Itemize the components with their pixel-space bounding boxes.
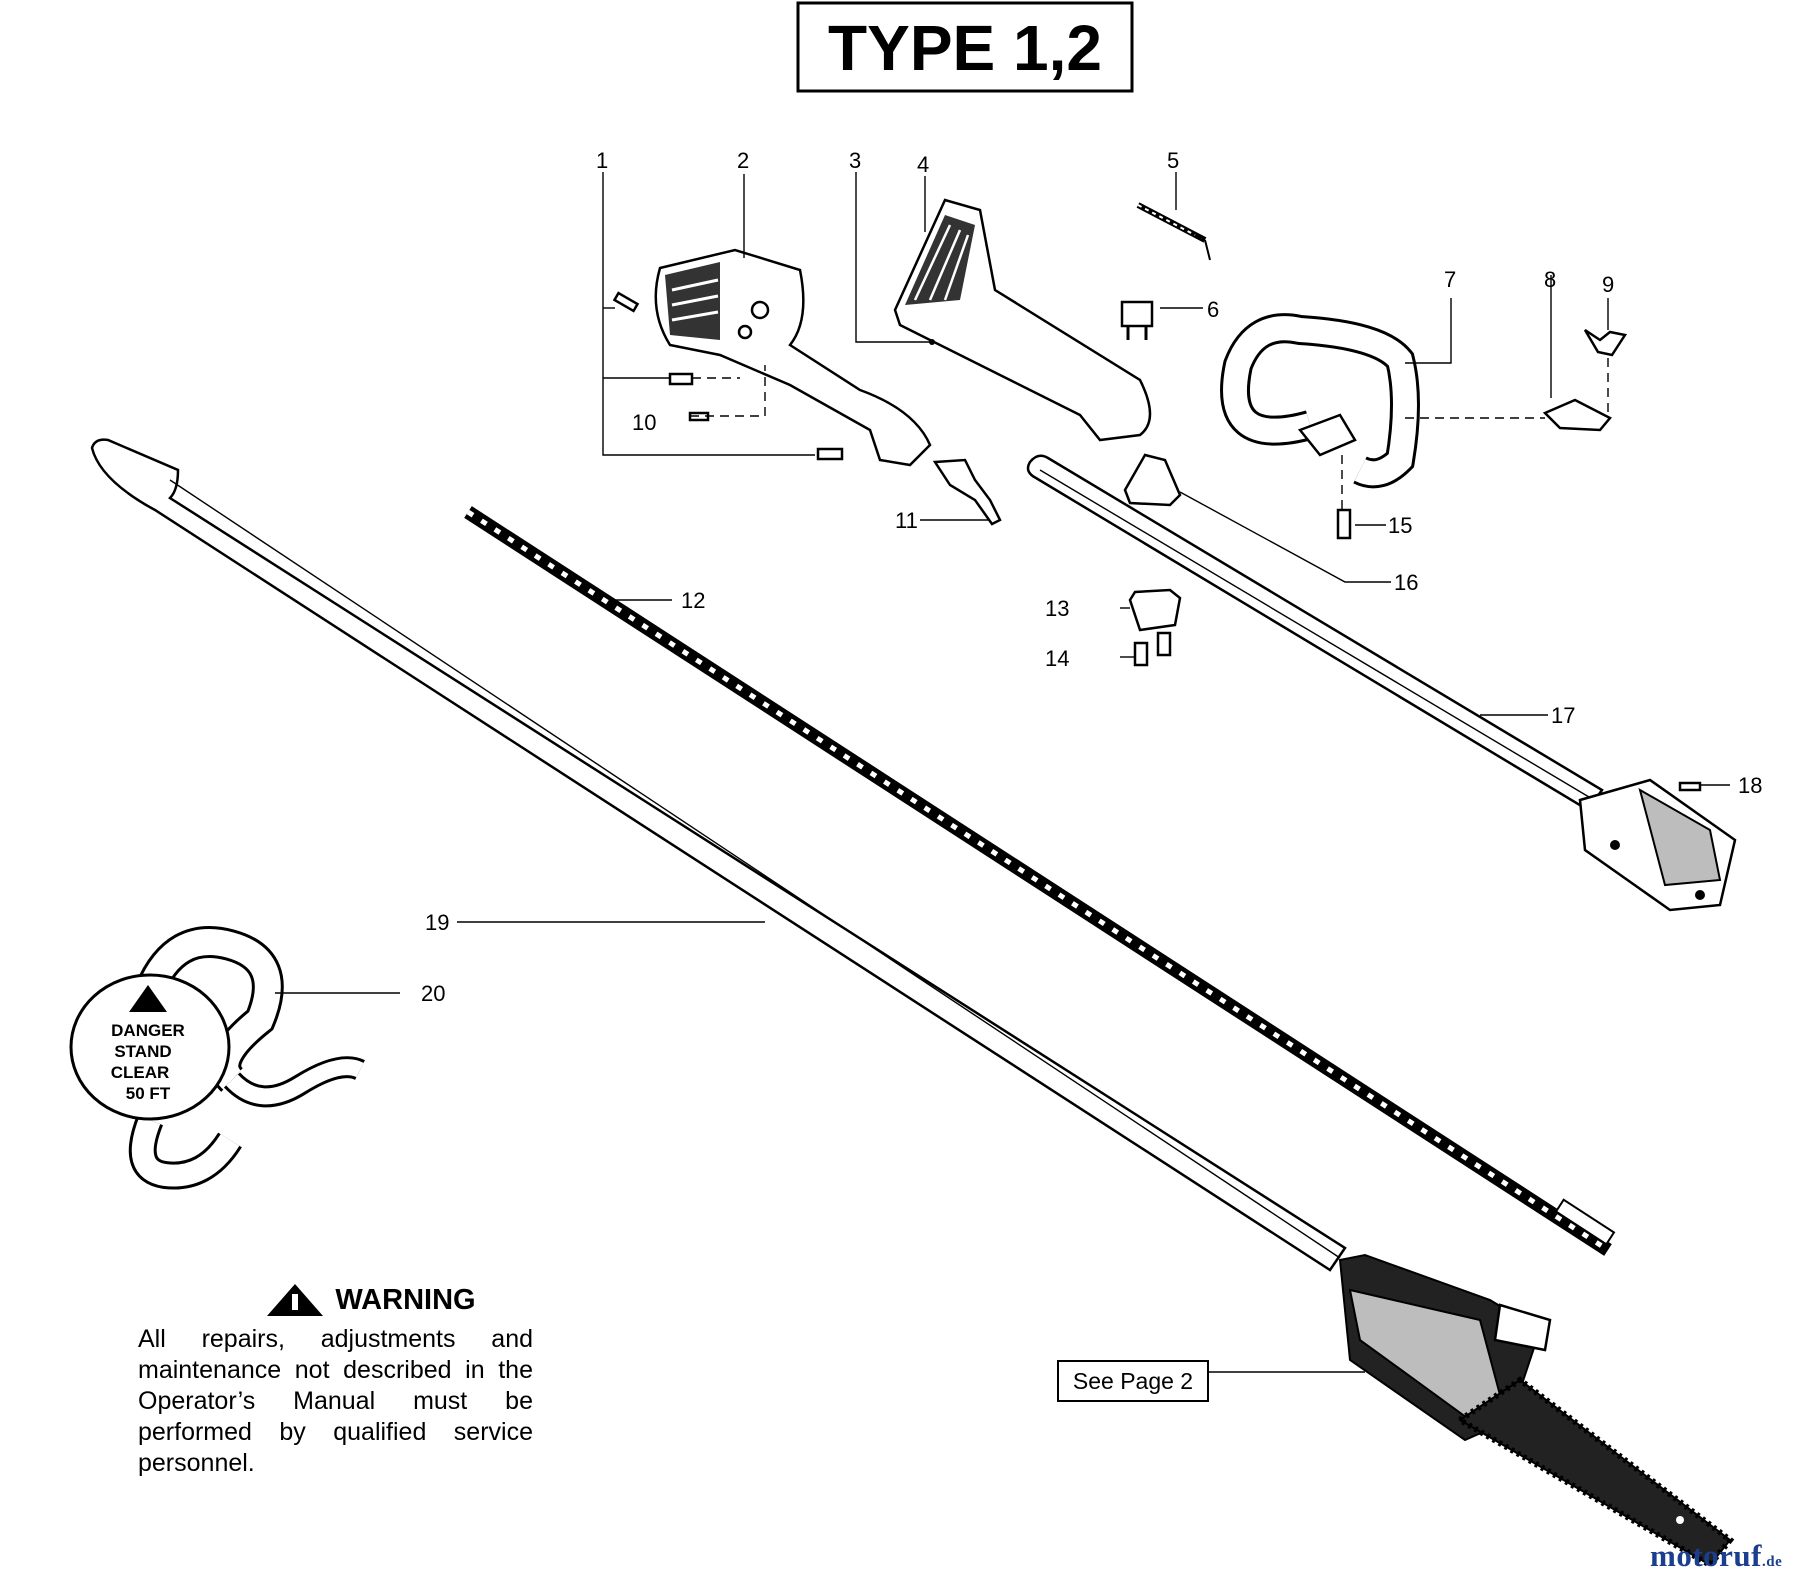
handle-bracket — [1542, 398, 1612, 432]
callout-13: 13 — [1045, 596, 1069, 621]
callout-2: 2 — [737, 148, 749, 173]
callout-7: 7 — [1444, 267, 1456, 292]
callout-20: 20 — [421, 981, 445, 1006]
callout-16: 16 — [1394, 570, 1418, 595]
callout-14: 14 — [1045, 646, 1069, 671]
clamp-screws — [1133, 631, 1172, 667]
callout-18: 18 — [1738, 773, 1762, 798]
handle-mount — [1123, 453, 1182, 507]
throttle-cable — [1136, 202, 1211, 261]
diagram-title: TYPE 1,2 — [828, 12, 1102, 84]
callout-6: 6 — [1207, 297, 1219, 322]
watermark-main: motoruf — [1650, 1538, 1762, 1573]
shaft-coupler — [1578, 778, 1737, 912]
callout-8: 8 — [1544, 267, 1556, 292]
callout-5: 5 — [1167, 148, 1179, 173]
callout-17: 17 — [1551, 703, 1575, 728]
strap-label-line-4: 50 FT — [126, 1084, 171, 1103]
throttle-trigger — [932, 458, 1002, 526]
watermark-suffix: .de — [1761, 1554, 1783, 1570]
see-page-label: See Page 2 — [1073, 1368, 1193, 1394]
warning-triangle-icon — [267, 1284, 324, 1316]
see-page-box[interactable]: See Page 2 — [1057, 1360, 1209, 1402]
callout-11: 11 — [895, 508, 918, 533]
leader-lines — [275, 172, 1730, 1373]
callout-12: 12 — [681, 588, 705, 613]
handle-half — [893, 198, 1152, 442]
loop-handle-screw — [1336, 508, 1352, 540]
warning-heading: WARNING — [208, 1282, 533, 1318]
stop-switch — [1120, 300, 1154, 340]
strap-label-line-1: DANGER — [111, 1021, 185, 1040]
callout-3: 3 — [849, 148, 861, 173]
callout-4: 4 — [917, 152, 929, 177]
flex-drive-cable — [464, 506, 1616, 1256]
callout-9: 9 — [1602, 272, 1614, 297]
loop-handle — [1220, 313, 1420, 489]
wing-nut — [1583, 328, 1628, 357]
callout-1: 1 — [596, 148, 608, 173]
shoulder-strap: DANGER STAND CLEAR 50 FT — [69, 926, 365, 1190]
callout-15: 15 — [1388, 513, 1412, 538]
drive-shaft-tube — [90, 438, 1347, 1272]
shaft-clamp — [1128, 588, 1182, 632]
warning-heading-text: WARNING — [335, 1283, 476, 1316]
title-box: TYPE 1,2 — [796, 1, 1134, 93]
upper-shaft — [1026, 454, 1604, 812]
callouts: 1 2 3 4 5 6 7 8 9 10 11 12 13 14 15 16 1… — [421, 148, 1762, 1006]
saw-head — [1338, 1253, 1735, 1569]
warning-notice: WARNING All repairs, adjustments and mai… — [138, 1282, 533, 1479]
watermark-logo: motoruf.de — [1650, 1538, 1782, 1574]
handle-housing — [654, 248, 932, 467]
strap-label-line-2: STAND — [114, 1042, 171, 1061]
warning-text: All repairs, adjustments and maintenance… — [138, 1325, 533, 1477]
callout-19: 19 — [425, 910, 449, 935]
strap-label-line-3: CLEAR — [111, 1063, 170, 1082]
callout-10: 10 — [632, 410, 656, 435]
